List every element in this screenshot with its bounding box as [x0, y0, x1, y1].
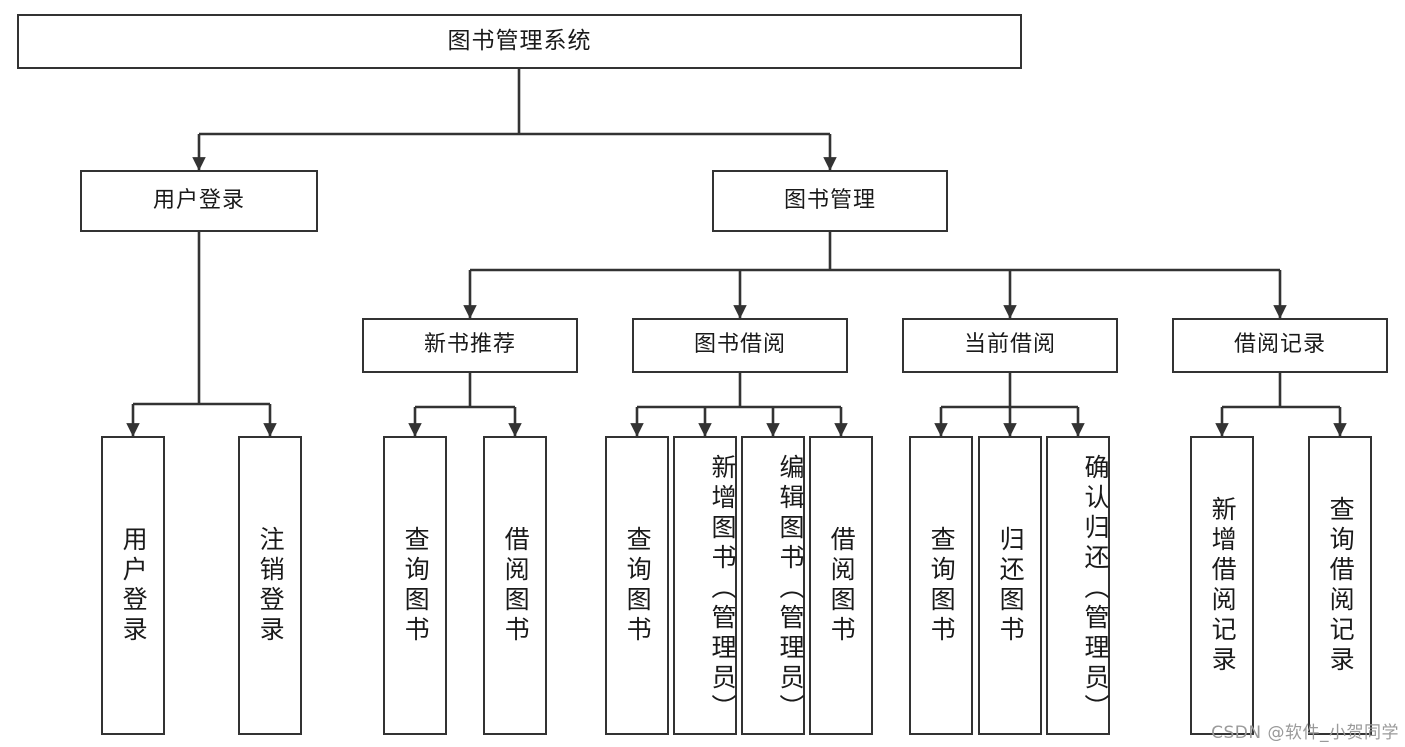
node-label: 查询图书	[927, 525, 957, 646]
node-label: 图书管理	[783, 187, 876, 213]
watermark: CSDN @软件_小贺同学	[1211, 723, 1399, 743]
leaf-user-login-logout[interactable]: 注销登录	[238, 436, 302, 735]
node-label: 查询图书	[623, 525, 653, 646]
leaf-user-login-login[interactable]: 用户登录	[101, 436, 165, 735]
node-label: 新增借阅记录	[1208, 495, 1238, 676]
node-user-login[interactable]: 用户登录	[80, 170, 318, 232]
node-label: 当前借阅	[963, 332, 1056, 358]
node-label: 图书借阅	[693, 332, 786, 358]
leaf-book-borrow-borrow[interactable]: 借阅图书	[809, 436, 873, 735]
node-label: 归还图书	[996, 525, 1026, 646]
node-label: 用户登录	[119, 525, 149, 646]
leaf-current-borrow-return[interactable]: 归还图书	[978, 436, 1042, 735]
node-label: 借阅图书	[501, 525, 531, 646]
leaf-borrow-record-add[interactable]: 新增借阅记录	[1190, 436, 1254, 735]
node-borrow-record[interactable]: 借阅记录	[1172, 318, 1388, 373]
leaf-book-borrow-add[interactable]: 新增图书（管理员）	[673, 436, 737, 735]
node-new-book-recommend[interactable]: 新书推荐	[362, 318, 578, 373]
node-label: 查询图书	[401, 525, 431, 646]
node-label: 借阅记录	[1233, 332, 1326, 358]
node-current-borrow[interactable]: 当前借阅	[902, 318, 1118, 373]
node-book-management[interactable]: 图书管理	[712, 170, 948, 232]
leaf-book-borrow-query[interactable]: 查询图书	[605, 436, 669, 735]
node-label: 查询借阅记录	[1326, 495, 1356, 676]
leaf-borrow-record-query[interactable]: 查询借阅记录	[1308, 436, 1372, 735]
leaf-book-borrow-edit[interactable]: 编辑图书（管理员）	[741, 436, 805, 735]
leaf-current-borrow-query[interactable]: 查询图书	[909, 436, 973, 735]
leaf-current-borrow-confirm-return[interactable]: 确认归还（管理员）	[1046, 436, 1110, 735]
node-label: 新增图书（管理员）	[708, 453, 737, 724]
node-label: 图书管理系统	[447, 27, 592, 54]
node-label: 编辑图书（管理员）	[776, 453, 805, 724]
node-root-system[interactable]: 图书管理系统	[17, 14, 1022, 69]
leaf-new-book-borrow[interactable]: 借阅图书	[483, 436, 547, 735]
node-label: 确认归还（管理员）	[1081, 453, 1110, 724]
node-label: 注销登录	[256, 525, 286, 646]
node-label: 新书推荐	[423, 332, 516, 358]
leaf-new-book-query[interactable]: 查询图书	[383, 436, 447, 735]
node-book-borrow[interactable]: 图书借阅	[632, 318, 848, 373]
node-label: 用户登录	[152, 187, 245, 213]
node-label: 借阅图书	[827, 525, 857, 646]
